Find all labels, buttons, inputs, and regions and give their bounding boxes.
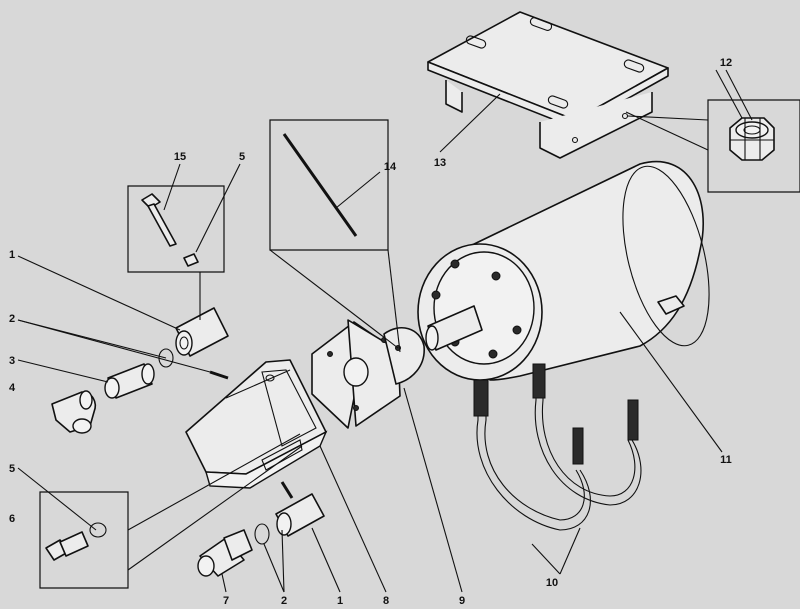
callout-1-bottom: 1 [337, 595, 343, 607]
callout-4: 4 [9, 382, 16, 394]
callout-2-bottom: 2 [281, 595, 287, 607]
elbow-fitting-4 [51, 390, 97, 434]
callout-3: 3 [9, 355, 15, 367]
callout-6: 6 [9, 513, 15, 525]
pump-body-8 [185, 359, 328, 489]
callout-11: 11 [720, 454, 732, 466]
callout-14: 14 [384, 161, 397, 173]
callout-8: 8 [383, 595, 389, 607]
bolt-inset-15 [127, 185, 225, 273]
nut-inset-12 [707, 99, 800, 193]
callout-labels: 1 2 3 4 5 6 15 5 14 13 12 11 10 7 2 1 8 … [9, 57, 732, 607]
callout-13: 13 [434, 157, 446, 169]
coupling-1-top [175, 307, 229, 357]
callout-1-top: 1 [9, 249, 15, 261]
motor-housing-11 [417, 161, 710, 381]
callout-7: 7 [223, 595, 229, 607]
adapter-plate-9 [311, 319, 425, 429]
callout-12: 12 [720, 57, 732, 69]
fitting-7 [197, 529, 253, 577]
rod-inset-14 [269, 119, 389, 251]
callout-15: 15 [174, 151, 186, 163]
cables-10 [473, 363, 642, 531]
sleeve-3 [104, 363, 155, 399]
coupling-1-bottom [275, 481, 325, 537]
o-ring-2-bottom [254, 523, 270, 545]
callout-10: 10 [546, 577, 558, 589]
callout-2-top: 2 [9, 313, 15, 325]
pin-part [209, 370, 229, 380]
mounting-bracket-13 [427, 11, 669, 159]
callout-5-bottom: 5 [9, 463, 15, 475]
callout-5-top: 5 [239, 151, 245, 163]
leader-lines [17, 69, 753, 593]
bolt-inset-6 [39, 491, 129, 589]
callout-9: 9 [459, 595, 465, 607]
